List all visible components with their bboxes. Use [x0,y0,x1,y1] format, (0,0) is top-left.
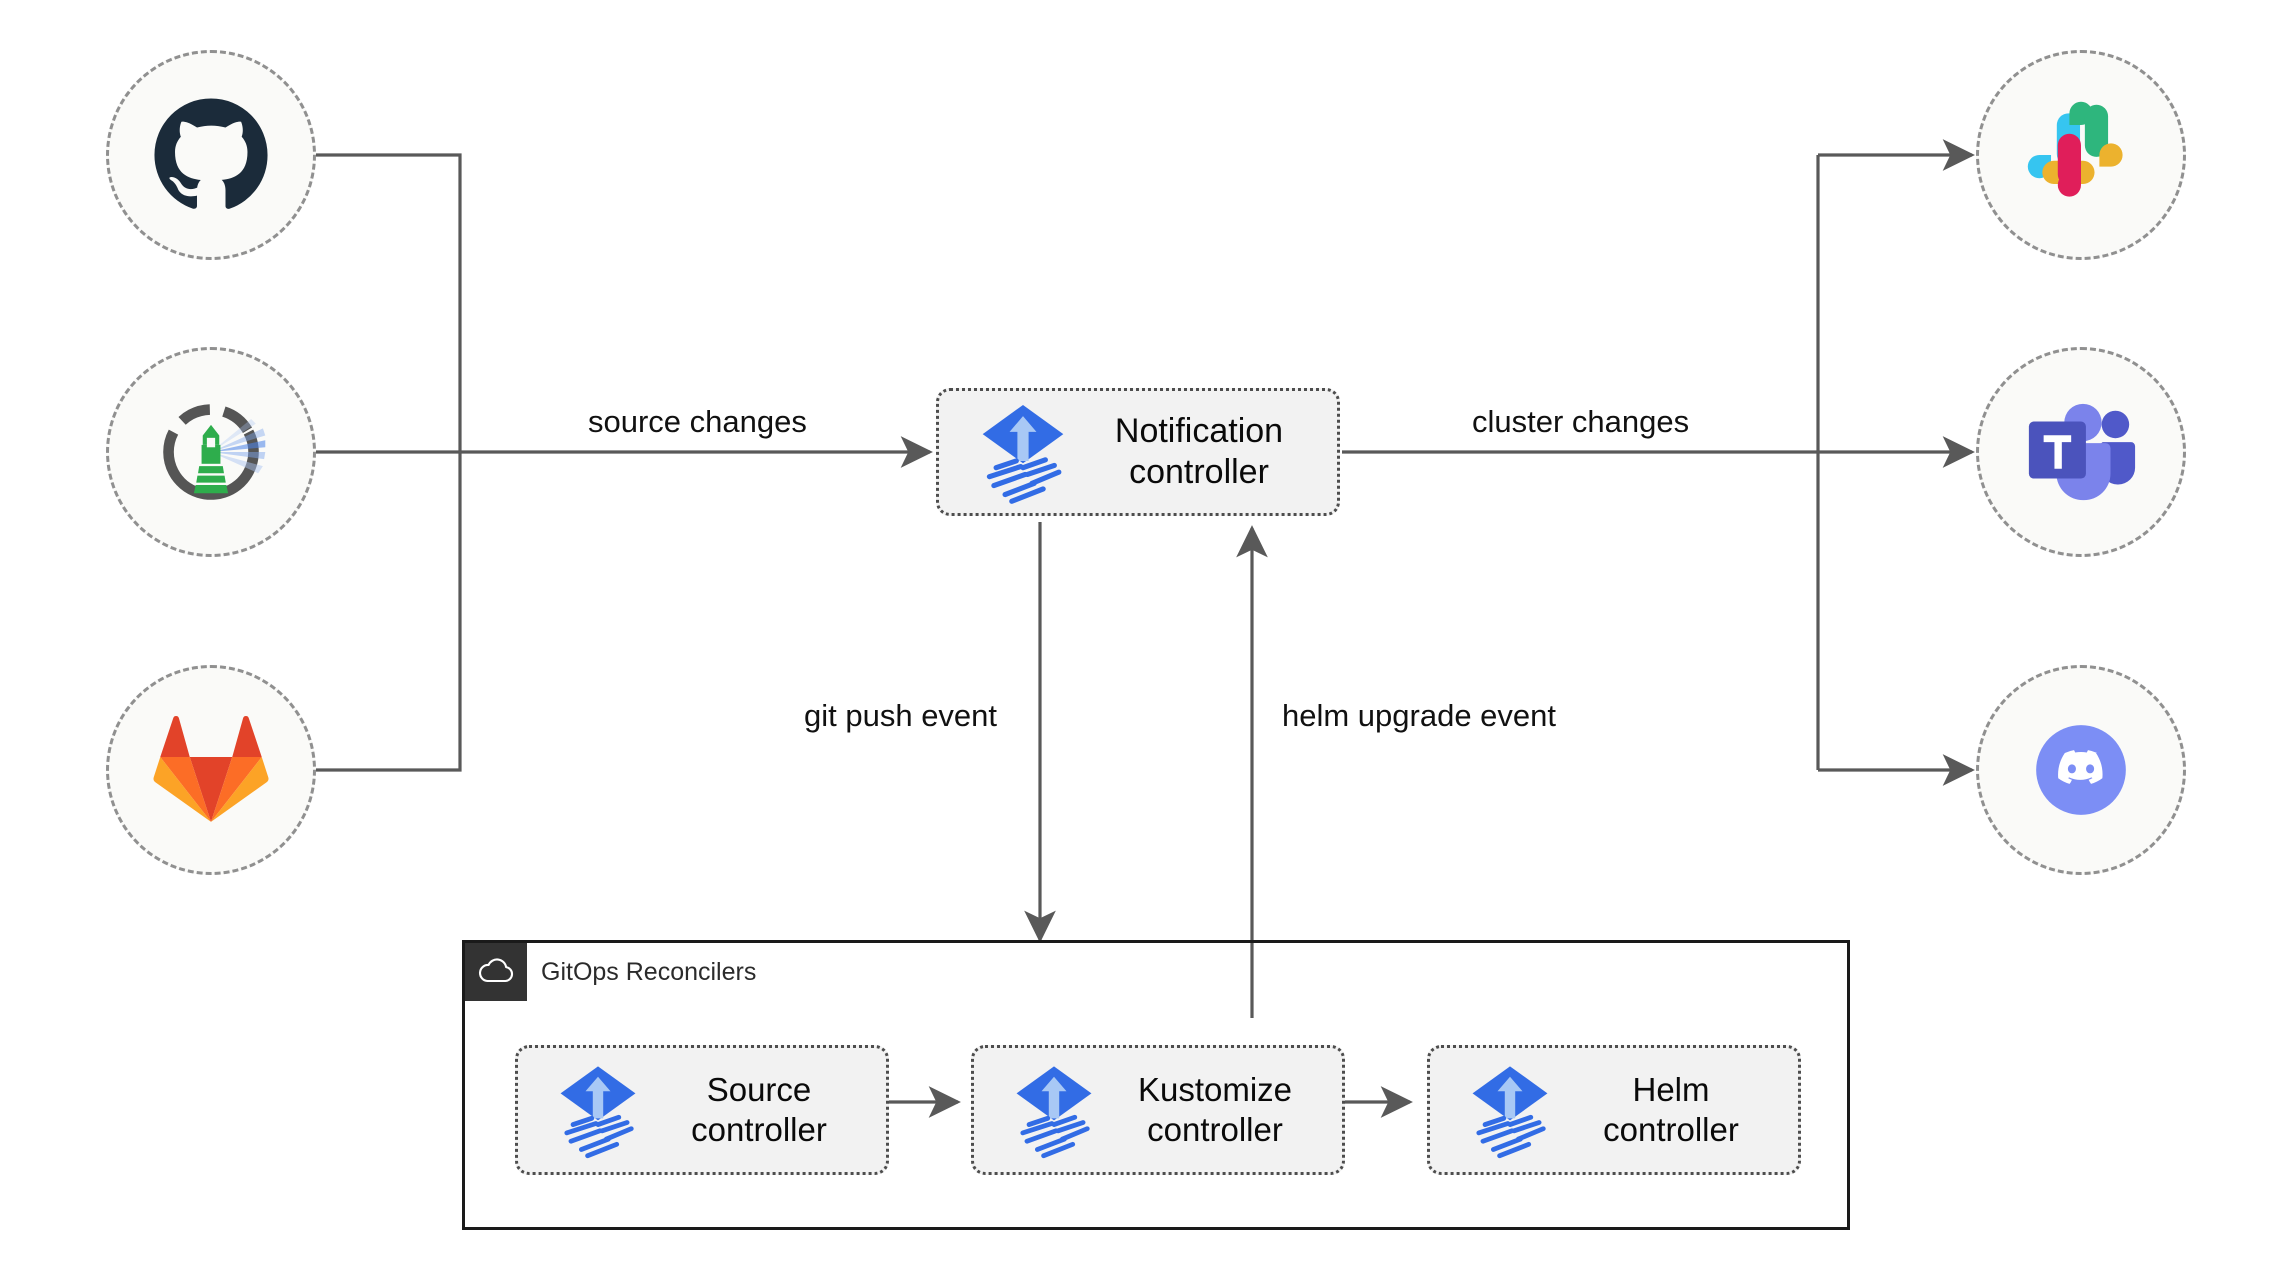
notification-controller-label: Notification controller [1114,411,1284,491]
destination-node-teams[interactable] [1976,347,2186,557]
flux-icon [560,1066,636,1159]
source-node-github[interactable] [106,50,316,260]
gitops-reconcilers-group: GitOps Reconcilers Source controller [462,940,1850,1230]
source-node-gitlab[interactable] [106,665,316,875]
helm-icon [163,404,266,500]
flux-icon [1016,1066,1092,1159]
slack-icon [2027,101,2123,197]
group-title: GitOps Reconcilers [541,957,757,986]
kustomize-controller-box[interactable]: Kustomize controller [971,1045,1345,1175]
edge-label-git-push-event: git push event [794,698,1008,734]
flux-icon [982,404,1064,504]
source-controller-label: Source controller [691,1070,827,1148]
wire-gitlab-to-trunk [316,452,462,772]
destination-node-discord[interactable] [1976,665,2186,875]
edge-label-cluster-changes: cluster changes [1462,404,1700,440]
edge-label-helm-upgrade-event: helm upgrade event [1272,698,1567,734]
wire-github-to-trunk [316,153,462,452]
source-controller-box[interactable]: Source controller [515,1045,889,1175]
group-tab [465,943,527,1001]
cloud-icon [479,958,514,983]
helm-controller-label: Helm controller [1603,1070,1739,1148]
gitlab-icon [153,715,269,822]
discord-icon [2036,725,2126,815]
helm-controller-box[interactable]: Helm controller [1427,1045,1801,1175]
source-node-helm[interactable] [106,347,316,557]
notification-controller-box[interactable]: Notification controller [936,388,1340,516]
github-icon [154,98,268,209]
kustomize-controller-label: Kustomize controller [1137,1070,1293,1148]
edge-label-source-changes: source changes [578,404,817,440]
flux-icon [1472,1066,1548,1159]
teams-icon [2028,403,2136,501]
destination-node-slack[interactable] [1976,50,2186,260]
